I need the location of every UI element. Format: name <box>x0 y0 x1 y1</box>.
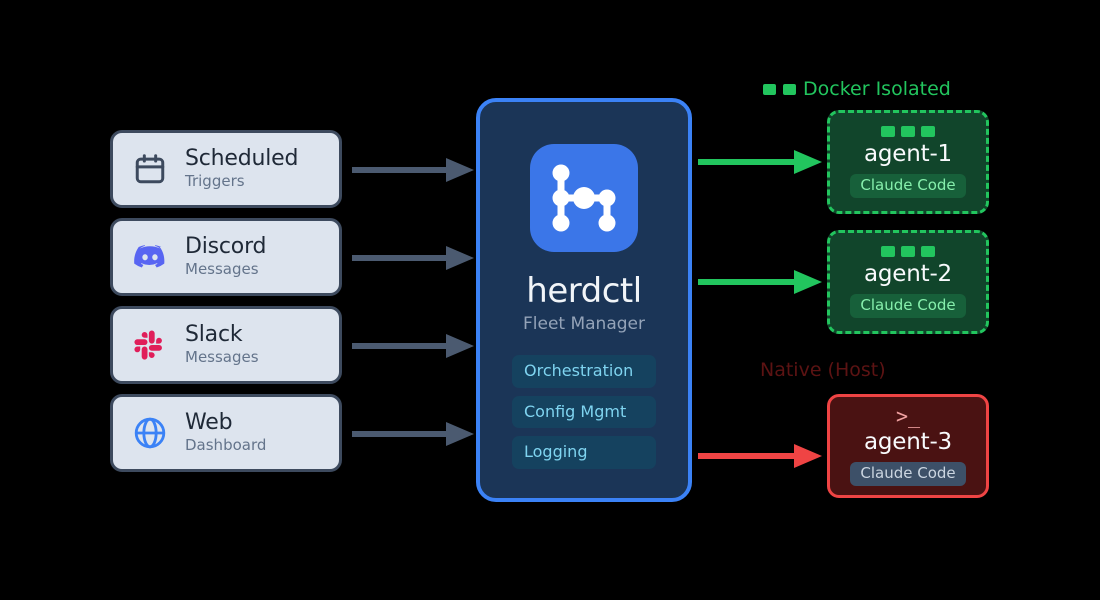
agent-runtime-badge: Claude Code <box>850 173 966 198</box>
hub-feature-list: Orchestration Config Mgmt Logging <box>512 355 656 469</box>
group-label-docker-text: Docker Isolated <box>803 78 951 100</box>
herdctl-hub-panel[interactable]: herdctl Fleet Manager Orchestration Conf… <box>476 98 692 502</box>
source-subtitle: Messages <box>185 260 259 279</box>
terminal-prompt-icon: >_ <box>895 404 921 429</box>
agent-name: agent-1 <box>864 141 952 168</box>
source-title: Slack <box>185 321 243 347</box>
network-graph-icon <box>530 144 638 252</box>
arrow-hub-to-agent-2 <box>698 265 822 299</box>
slack-icon <box>131 326 169 364</box>
globe-icon <box>131 414 169 452</box>
source-title: Scheduled <box>185 145 299 171</box>
agent-runtime-badge: Claude Code <box>850 461 966 486</box>
agent-name: agent-3 <box>864 429 952 456</box>
agent-box-agent-3[interactable]: >_ agent-3 Claude Code <box>827 394 989 498</box>
source-card-text: Slack Messages <box>185 321 259 367</box>
group-label-docker: Docker Isolated <box>763 80 951 99</box>
agent-box-agent-1[interactable]: agent-1 Claude Code <box>827 110 989 214</box>
source-card-text: Web Dashboard <box>185 409 267 455</box>
source-card-discord[interactable]: Discord Messages <box>110 218 342 296</box>
arrow-scheduled-to-hub <box>352 153 474 187</box>
discord-icon <box>131 238 169 276</box>
agent-box-agent-2[interactable]: agent-2 Claude Code <box>827 230 989 334</box>
calendar-icon <box>131 150 169 188</box>
source-card-text: Scheduled Triggers <box>185 145 299 191</box>
source-card-scheduled[interactable]: Scheduled Triggers <box>110 130 342 208</box>
status-dots-icon <box>881 126 935 138</box>
source-title: Discord <box>185 233 267 259</box>
feature-pill-orchestration[interactable]: Orchestration <box>512 355 656 388</box>
arrow-hub-to-agent-1 <box>698 145 822 179</box>
source-title: Web <box>185 409 233 435</box>
source-subtitle: Messages <box>185 348 259 367</box>
status-dots-icon <box>881 246 935 258</box>
source-card-web[interactable]: Web Dashboard <box>110 394 342 472</box>
arrow-discord-to-hub <box>352 241 474 275</box>
arrow-hub-to-agent-3 <box>698 439 822 473</box>
feature-pill-logging[interactable]: Logging <box>512 436 656 469</box>
source-card-text: Discord Messages <box>185 233 267 279</box>
agent-name: agent-2 <box>864 261 952 288</box>
source-card-slack[interactable]: Slack Messages <box>110 306 342 384</box>
source-subtitle: Dashboard <box>185 436 267 455</box>
arrow-slack-to-hub <box>352 329 474 363</box>
hub-subtitle: Fleet Manager <box>522 314 645 334</box>
group-label-native: Native (Host) <box>760 359 886 381</box>
agent-runtime-badge: Claude Code <box>850 293 966 318</box>
docker-container-icon <box>763 84 776 95</box>
feature-pill-config-mgmt[interactable]: Config Mgmt <box>512 395 656 429</box>
hub-title: herdctl <box>526 271 642 311</box>
arrow-web-to-hub <box>352 417 474 451</box>
docker-container-icon <box>783 84 796 95</box>
source-subtitle: Triggers <box>185 172 245 191</box>
